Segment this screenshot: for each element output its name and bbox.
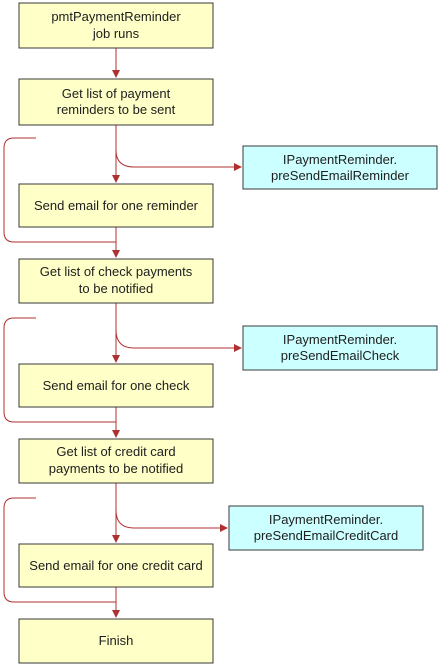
hook-reminder-line2: preSendEmailReminder xyxy=(271,168,410,183)
hook-credit-line1: IPaymentReminder. xyxy=(269,512,383,527)
node-finish: Finish xyxy=(18,618,214,664)
node-send-credit: Send email for one credit card xyxy=(18,543,214,588)
node-get-credit: Get list of credit card payments to be n… xyxy=(18,438,214,484)
node-get-checks: Get list of check payments to be notifie… xyxy=(18,258,214,304)
node-job-runs-line1: pmtPaymentReminder xyxy=(51,9,181,24)
node-finish-line1: Finish xyxy=(99,633,134,648)
node-job-runs-line2: job runs xyxy=(92,26,140,41)
node-get-credit-line1: Get list of credit card xyxy=(56,444,175,459)
loop-check xyxy=(3,317,116,423)
node-send-check: Send email for one check xyxy=(18,363,214,408)
node-get-reminders-line2: reminders to be sent xyxy=(57,102,176,117)
node-get-reminders-line1: Get list of payment xyxy=(62,86,171,101)
hook-check-line1: IPaymentReminder. xyxy=(283,332,397,347)
node-send-credit-line1: Send email for one credit card xyxy=(29,558,202,573)
arrow-to-hook-reminder xyxy=(115,149,242,171)
node-send-reminder: Send email for one reminder xyxy=(18,183,214,228)
arrow-to-hook-check xyxy=(115,329,242,352)
node-send-check-line1: Send email for one check xyxy=(43,378,190,393)
hook-reminder: IPaymentReminder. preSendEmailReminder xyxy=(242,145,438,190)
node-get-checks-line2: to be notified xyxy=(79,281,153,296)
hook-check-line2: preSendEmailCheck xyxy=(281,348,400,363)
hook-credit-line2: preSendEmailCreditCard xyxy=(254,528,399,543)
node-get-credit-line2: payments to be notified xyxy=(49,461,183,476)
hook-credit: IPaymentReminder. preSendEmailCreditCard xyxy=(228,505,424,551)
arrow-to-hook-credit xyxy=(115,509,228,532)
loop-credit xyxy=(3,497,116,603)
node-send-reminder-line1: Send email for one reminder xyxy=(34,198,199,213)
hook-reminder-line1: IPaymentReminder. xyxy=(283,152,397,167)
node-job-runs: pmtPaymentReminder job runs xyxy=(18,2,214,49)
loop-reminder xyxy=(3,137,116,243)
node-get-checks-line1: Get list of check payments xyxy=(40,264,193,279)
node-get-reminders: Get list of payment reminders to be sent xyxy=(18,78,214,126)
hook-check: IPaymentReminder. preSendEmailCheck xyxy=(242,325,438,371)
